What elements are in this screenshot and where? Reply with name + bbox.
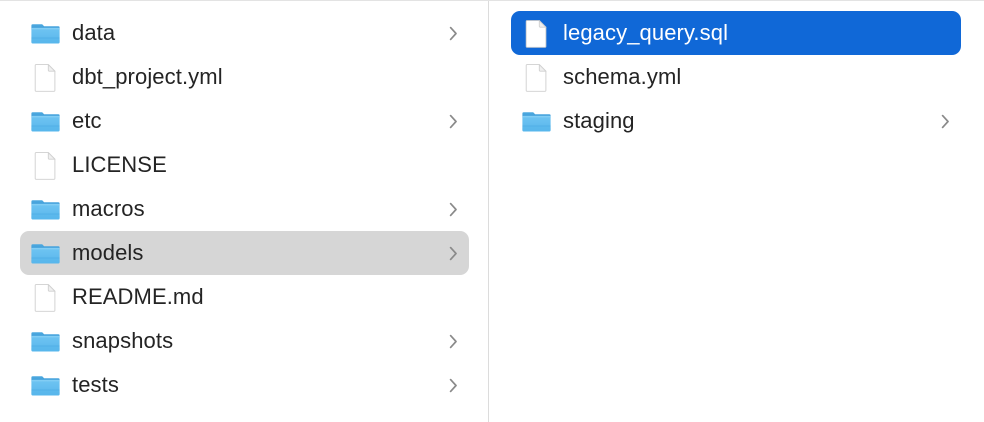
folder-icon — [31, 239, 60, 268]
item-label: schema.yml — [563, 64, 682, 89]
document-icon — [522, 19, 551, 48]
chevron-right-icon[interactable] — [446, 200, 460, 218]
folder-row[interactable]: snapshots — [20, 319, 469, 363]
file-row[interactable]: dbt_project.yml — [20, 55, 469, 99]
folder-row[interactable]: etc — [20, 99, 469, 143]
item-label: macros — [72, 196, 145, 221]
file-row[interactable]: legacy_query.sql — [511, 11, 961, 55]
folder-row[interactable]: data — [20, 11, 469, 55]
folder-icon — [31, 107, 60, 136]
file-row[interactable]: README.md — [20, 275, 469, 319]
document-icon — [31, 63, 60, 92]
finder-column-2: legacy_query.sql schema.yml staging — [489, 1, 983, 422]
item-label: LICENSE — [72, 152, 167, 177]
chevron-right-icon[interactable] — [446, 24, 460, 42]
document-icon — [31, 283, 60, 312]
folder-icon — [31, 195, 60, 224]
chevron-right-icon[interactable] — [446, 376, 460, 394]
file-row[interactable]: schema.yml — [511, 55, 961, 99]
folder-row[interactable]: staging — [511, 99, 961, 143]
document-icon — [31, 151, 60, 180]
item-label: tests — [72, 372, 119, 397]
chevron-right-icon[interactable] — [446, 244, 460, 262]
item-label: etc — [72, 108, 102, 133]
item-label: snapshots — [72, 328, 174, 353]
item-label: legacy_query.sql — [563, 20, 729, 45]
folder-icon — [522, 107, 551, 136]
item-label: README.md — [72, 284, 204, 309]
folder-icon — [31, 19, 60, 48]
item-label: data — [72, 20, 116, 45]
document-icon — [522, 63, 551, 92]
file-row[interactable]: LICENSE — [20, 143, 469, 187]
folder-row[interactable]: models — [20, 231, 469, 275]
item-label: models — [72, 240, 144, 265]
chevron-right-icon[interactable] — [446, 332, 460, 350]
chevron-right-icon[interactable] — [446, 112, 460, 130]
folder-row[interactable]: tests — [20, 363, 469, 407]
item-label: staging — [563, 108, 635, 133]
finder-column-1: data dbt_project.yml etc LICENSE macros — [0, 1, 489, 422]
folder-icon — [31, 327, 60, 356]
item-label: dbt_project.yml — [72, 64, 223, 89]
folder-row[interactable]: macros — [20, 187, 469, 231]
chevron-right-icon[interactable] — [938, 112, 952, 130]
folder-icon — [31, 371, 60, 400]
